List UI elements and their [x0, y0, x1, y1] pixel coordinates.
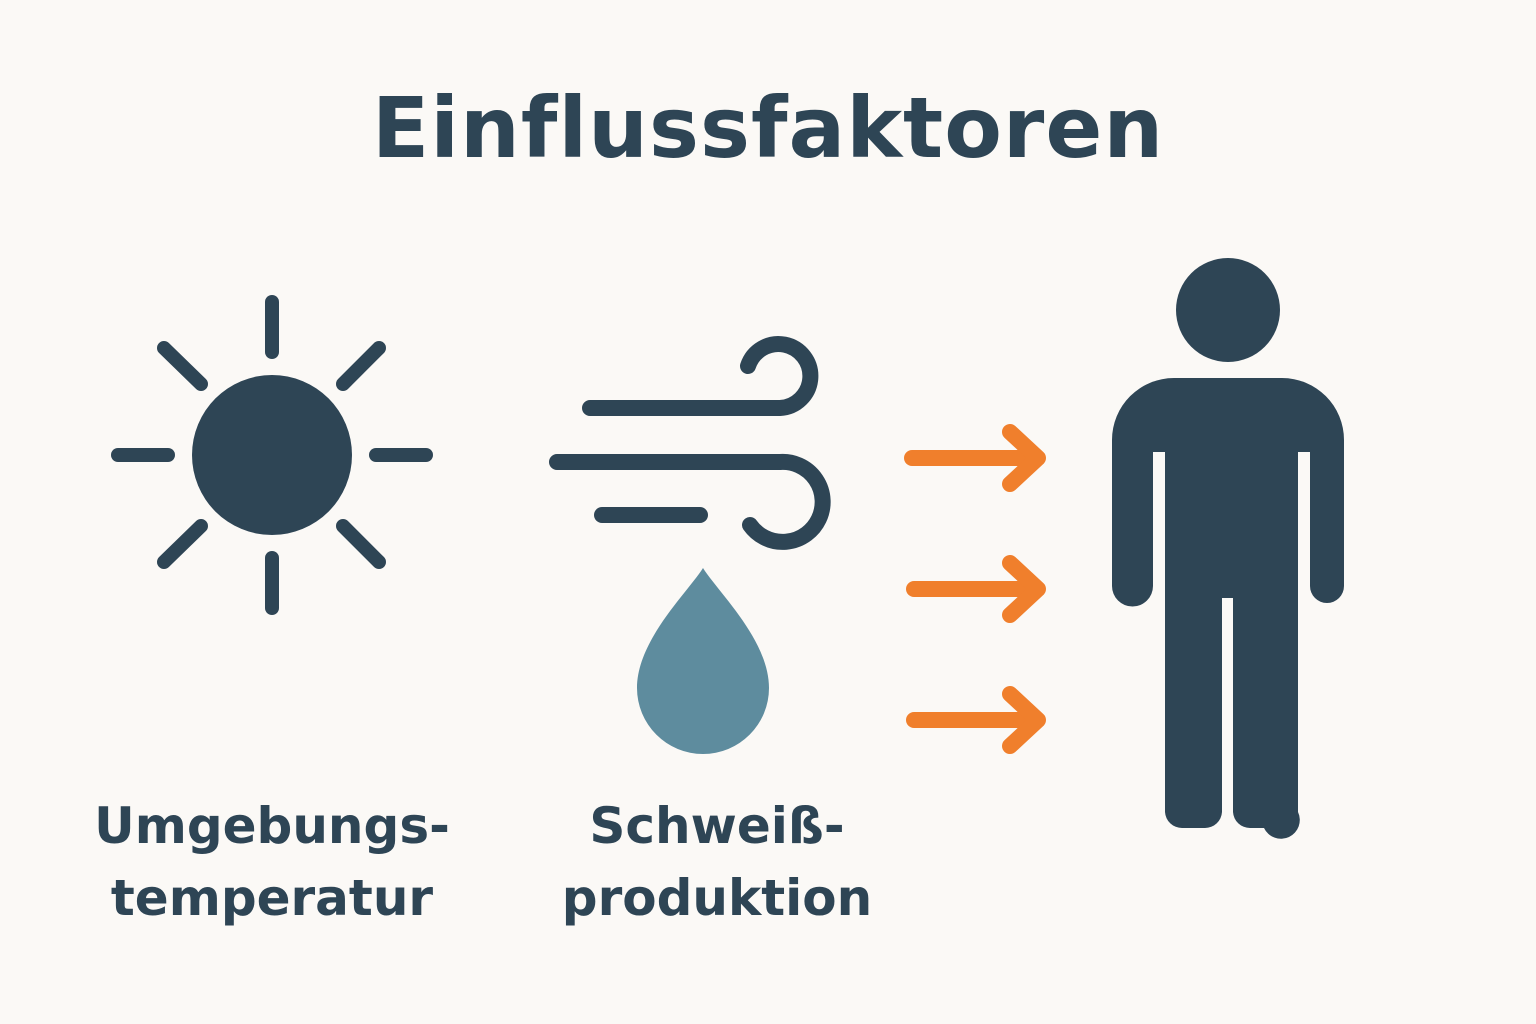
factor-label-line: Schweiß- — [589, 797, 845, 855]
arrow-icon — [904, 424, 1046, 492]
diagram-title: Einflussfaktoren — [371, 79, 1165, 177]
person-icon — [1112, 258, 1344, 839]
factor-label-temperature: Umgebungs- temperatur — [72, 790, 472, 934]
factor-label-line: temperatur — [110, 869, 434, 927]
factor-label-sweat: Schweiß- produktion — [517, 790, 917, 934]
wind-icon — [549, 336, 831, 550]
factor-label-line: produktion — [561, 869, 873, 927]
water-drop-icon — [637, 568, 769, 754]
factor-label-line: Umgebungs- — [94, 797, 450, 855]
sun-icon — [111, 295, 433, 615]
arrow-icon — [906, 686, 1046, 754]
arrow-icon — [906, 555, 1046, 623]
